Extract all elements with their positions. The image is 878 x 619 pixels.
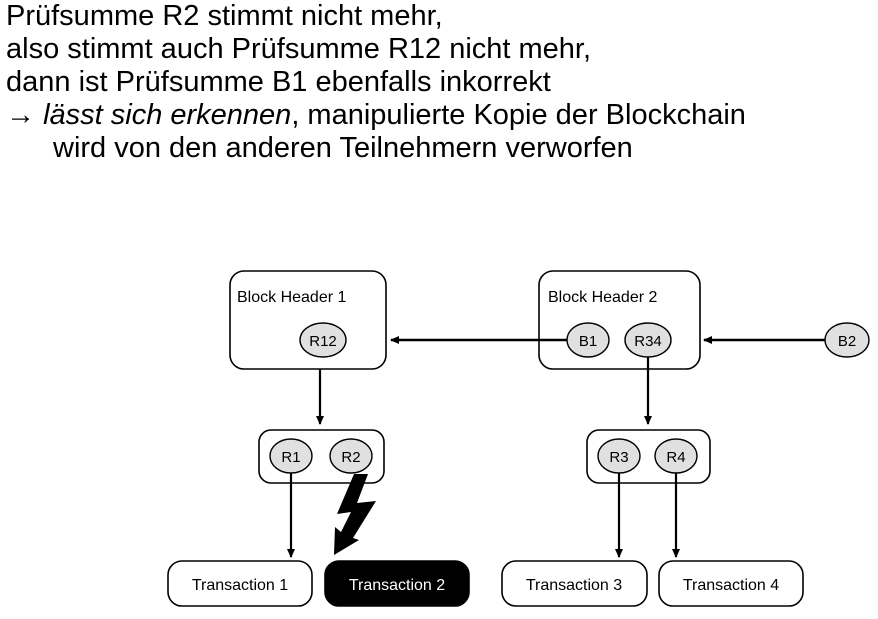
block-header-2: Block Header 2 B1 R34 [538, 270, 701, 370]
explanation-line-4-rest: , manipulierte Kopie der Blockchain [291, 99, 746, 131]
next-hash-b2: B2 [824, 322, 870, 358]
transaction-1: Transaction 1 [167, 560, 313, 607]
transaction-2-box [324, 560, 470, 607]
hash-node-r3-label: R3 [609, 449, 628, 466]
lightning-bolt-icon [334, 474, 376, 555]
transaction-3: Transaction 3 [501, 560, 648, 607]
hash-group-1: R1 R2 [258, 429, 385, 484]
transaction-1-box [167, 560, 313, 607]
transaction-3-label: Transaction 3 [526, 577, 622, 594]
transaction-4-box [658, 560, 804, 607]
transaction-2-label: Transaction 2 [349, 577, 445, 594]
hash-node-r2 [329, 438, 373, 474]
transaction-3-box [501, 560, 648, 607]
hash-node-r34-label: R34 [634, 333, 662, 350]
hash-group-2: R3 R4 [586, 429, 711, 484]
hash-node-b2-label: B2 [838, 333, 856, 350]
block-header-2-box [538, 270, 701, 370]
explanation-line-3: dann ist Prüfsumme B1 ebenfalls inkorrek… [6, 66, 551, 98]
transaction-1-label: Transaction 1 [192, 577, 288, 594]
arrow-symbol: → [6, 99, 35, 131]
hash-node-r12-label: R12 [309, 333, 337, 350]
hash-node-b1-label: B1 [579, 333, 597, 350]
transaction-4-label: Transaction 4 [683, 577, 779, 594]
block-header-1-title: Block Header 1 [237, 289, 346, 306]
hash-node-r1-label: R1 [281, 449, 300, 466]
explanation-line-4: → lässt sich erkennen, manipulierte Kopi… [6, 99, 874, 132]
explanation-line-5: wird von den anderen Teilnehmern verworf… [53, 132, 633, 164]
explanation-line-1: Prüfsumme R2 stimmt nicht mehr, [6, 0, 443, 32]
transaction-4: Transaction 4 [658, 560, 804, 607]
hash-node-r12 [299, 322, 347, 358]
emphasis-text: lässt sich erkennen [43, 99, 292, 131]
block-header-2-title: Block Header 2 [548, 289, 657, 306]
hash-node-r4-label: R4 [666, 449, 685, 466]
hash-node-r2-label: R2 [341, 449, 360, 466]
explanation-line-2: also stimmt auch Prüfsumme R12 nicht meh… [6, 33, 592, 65]
block-header-1-box [229, 270, 387, 370]
explanation-text: Prüfsumme R2 stimmt nicht mehr, also sti… [6, 0, 874, 165]
transaction-2-tampered: Transaction 2 [324, 560, 470, 607]
block-header-1: Block Header 1 R12 [229, 270, 387, 370]
